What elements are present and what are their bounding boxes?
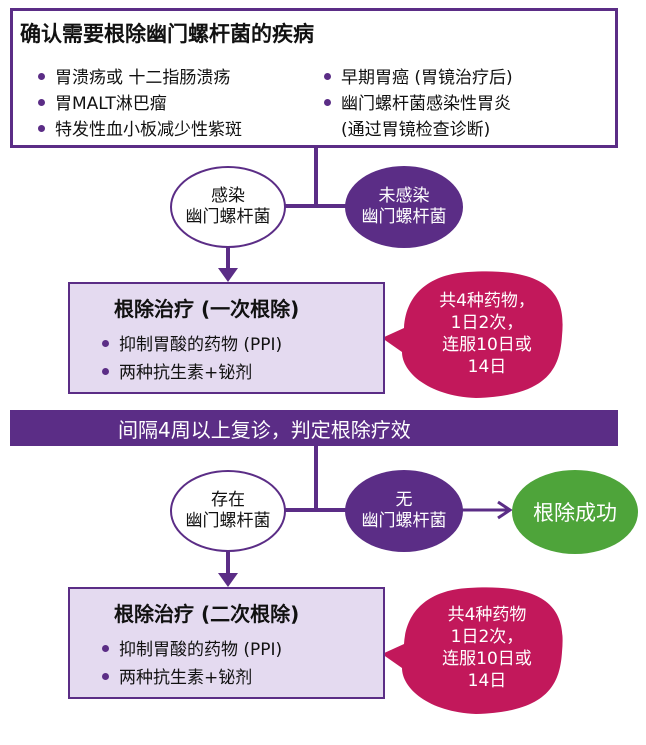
bullet-icon bbox=[102, 367, 109, 375]
treatment-item: 两种抗生素+铋剂 bbox=[102, 358, 252, 383]
infected-node: 感染 幽门螺杆菌 bbox=[170, 166, 286, 248]
bullet-icon bbox=[102, 672, 109, 680]
second-eradication-box bbox=[68, 587, 385, 699]
diagnosis-note: (通过胃镜检查诊断) bbox=[341, 120, 491, 140]
absent-node: 无 幽门螺杆菌 bbox=[345, 470, 463, 552]
arrow-to-treatment1 bbox=[218, 268, 238, 282]
bullet-icon bbox=[102, 339, 109, 347]
disease-item: 早期胃癌 (胃镜治疗后) bbox=[324, 63, 513, 88]
bullet-icon bbox=[38, 72, 45, 80]
bullet-icon bbox=[324, 72, 331, 80]
arrow-to-success bbox=[497, 500, 513, 520]
disease-item: 胃MALT淋巴瘤 bbox=[38, 89, 167, 114]
bullet-icon bbox=[38, 124, 45, 132]
speech-bubble-2 bbox=[382, 587, 563, 714]
eligible-diseases-box bbox=[10, 8, 618, 148]
treatment-item: 抑制胃酸的药物 (PPI) bbox=[102, 635, 282, 660]
follow-up-band: 间隔4周以上复诊，判定根除疗效 bbox=[10, 410, 618, 446]
treatment-item: 两种抗生素+铋剂 bbox=[102, 663, 252, 688]
bullet-icon bbox=[324, 98, 331, 106]
present-node: 存在 幽门螺杆菌 bbox=[170, 470, 286, 552]
eradication-success-node: 根除成功 bbox=[512, 470, 638, 554]
bullet-icon bbox=[38, 98, 45, 106]
not-infected-node: 未感染 幽门螺杆菌 bbox=[345, 166, 463, 248]
second-eradication-title: 根除治疗 (二次根除) bbox=[114, 602, 300, 626]
arrow-to-treatment2 bbox=[218, 573, 238, 587]
disease-item: 胃溃疡或 十二指肠溃疡 bbox=[38, 63, 230, 88]
treatment-item: 抑制胃酸的药物 (PPI) bbox=[102, 330, 282, 355]
first-eradication-title: 根除治疗 (一次根除) bbox=[114, 297, 300, 321]
speech-bubble-1 bbox=[382, 271, 563, 398]
second-regimen-note: 共4种药物 1日2次， 连服10日或 14日 bbox=[442, 605, 532, 692]
disease-item: 特发性血小板减少性紫斑 bbox=[38, 115, 242, 140]
first-eradication-box bbox=[68, 282, 385, 394]
disease-item: 幽门螺杆菌感染性胃炎 bbox=[324, 89, 511, 114]
eligible-diseases-title: 确认需要根除幽门螺杆菌的疾病 bbox=[20, 22, 314, 46]
bullet-icon bbox=[102, 644, 109, 652]
first-regimen-note: 共4种药物， 1日2次， 连服10日或 14日 bbox=[439, 291, 535, 378]
